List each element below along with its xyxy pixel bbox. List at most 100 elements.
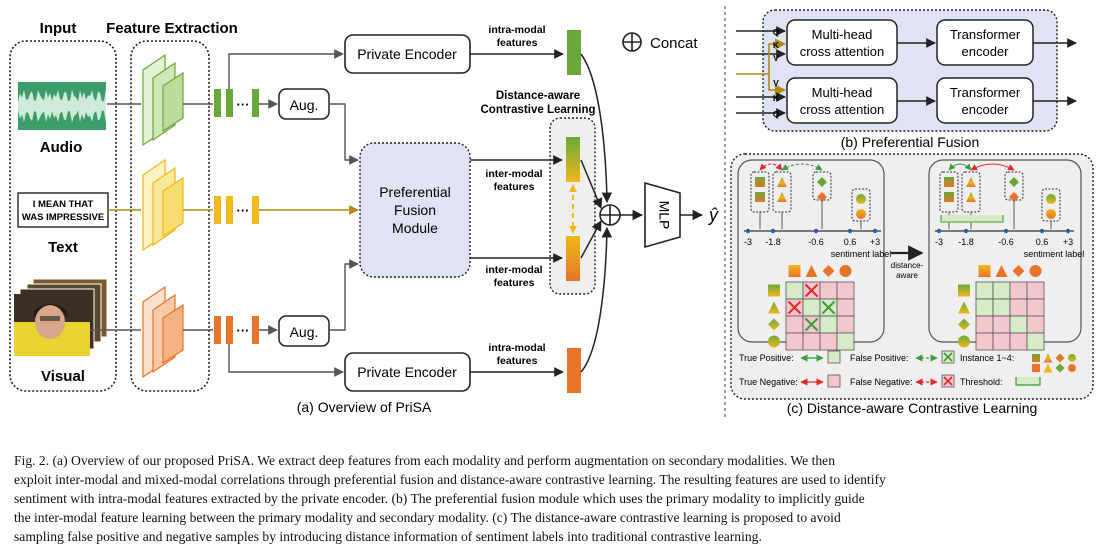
visual-dots: ··· — [237, 323, 250, 338]
matrix-cell — [975, 298, 994, 317]
visual-feature-bars — [183, 316, 259, 344]
tick-label: 0.6 — [1036, 237, 1049, 247]
fusion-module-line-3: Module — [392, 220, 438, 236]
matrix-cell — [785, 315, 804, 334]
inter-modal-label-bottom-1: inter-modal — [485, 264, 542, 276]
input-heading: Input — [40, 20, 77, 37]
matrix-cell — [836, 332, 855, 351]
transformer-bottom-line-1: Transformer — [950, 85, 1021, 100]
matrix-cell — [975, 315, 994, 334]
legend-true-negative: True Negative: — [739, 377, 798, 387]
matrix-cell — [819, 332, 838, 351]
waveform-icon — [18, 82, 106, 130]
legend-instance: Instance 1~4: — [960, 353, 1014, 363]
photo-icon — [14, 278, 108, 356]
b-bottom-q: Q — [773, 109, 780, 119]
intra-modal-label-bottom-2: features — [497, 355, 538, 367]
distance-aware-label-1: distance- — [891, 261, 924, 270]
tick-label: -1.8 — [958, 237, 974, 247]
matrix-cell — [1026, 315, 1045, 334]
intra-feature-bottom — [567, 348, 581, 393]
mhca-bottom-line-1: Multi-head — [812, 85, 873, 100]
fusion-module-line-2: Fusion — [394, 202, 436, 218]
concat-legend-label: Concat — [650, 35, 698, 52]
transformer-bottom-line-2: encoder — [962, 102, 1010, 117]
text-dots: ··· — [237, 203, 250, 218]
distance-aware-label-2: aware — [896, 271, 918, 280]
text-extractor — [142, 158, 184, 252]
axis-label: sentiment label — [1024, 249, 1085, 259]
cross-icon — [943, 352, 953, 362]
legend-tp-swatch — [827, 350, 841, 364]
matrix-cell — [836, 315, 855, 334]
caption-line-5: sampling false positive and negative sam… — [14, 529, 762, 544]
concat-icon — [599, 204, 621, 226]
right-sentiment-scale: -3 -1.8 -0.6 0.6 +3 sentiment label — [935, 163, 1085, 259]
text-sample-line-1: I MEAN THAT — [33, 199, 94, 210]
text-label: Text — [48, 239, 78, 256]
legend-true-positive: True Positive: — [739, 353, 794, 363]
private-encoder-top-label: Private Encoder — [357, 46, 457, 62]
tick-label: -1.8 — [765, 237, 781, 247]
caption-line-2: exploit inter-modal and mixed-modal corr… — [14, 472, 886, 487]
aug-visual-label: Aug. — [290, 324, 319, 340]
concat-legend-icon — [622, 32, 642, 52]
matrix-cell — [836, 281, 855, 300]
intra-modal-label-bottom-1: intra-modal — [488, 342, 545, 354]
right-contrast-matrix — [958, 265, 1045, 351]
figure-caption: Fig. 2. (a) Overview of our proposed Pri… — [14, 451, 1090, 546]
matrix-cell — [992, 298, 1011, 317]
transformer-top-line-2: encoder — [962, 44, 1010, 59]
b-top-v: V — [773, 53, 779, 63]
matrix-cell — [802, 332, 821, 351]
visual-label: Visual — [41, 368, 85, 385]
left-contrast-matrix — [768, 265, 855, 351]
b-bottom-k: K — [773, 93, 780, 103]
legend-instance-icons — [1032, 353, 1076, 373]
panel-c-subtitle: (c) Distance-aware Contrastive Learning — [787, 400, 1038, 416]
inter-modal-label-top-1: inter-modal — [485, 168, 542, 180]
audio-extractor — [142, 53, 184, 147]
intra-modal-label-top-1: intra-modal — [488, 24, 545, 36]
output-label: ŷ — [707, 205, 719, 225]
matrix-cell — [975, 332, 994, 351]
matrix-cell — [975, 281, 994, 300]
fusion-module-line-1: Preferential — [379, 184, 451, 200]
matrix-cell — [992, 315, 1011, 334]
text-feature-bars — [183, 196, 259, 224]
b-top-k: K — [773, 40, 780, 50]
private-encoder-bottom-label: Private Encoder — [357, 364, 457, 380]
feature-extraction-group-box — [130, 40, 210, 392]
tick-label: -0.6 — [808, 237, 824, 247]
matrix-cell — [992, 281, 1011, 300]
matrix-cell — [819, 315, 838, 334]
audio-label: Audio — [40, 139, 83, 156]
matrix-cell — [1009, 315, 1028, 334]
transformer-top-line-1: Transformer — [950, 27, 1021, 42]
caption-line-3: sentiment with intra-modal features extr… — [14, 491, 865, 506]
intra-modal-label-top-2: features — [497, 37, 538, 49]
matrix-cell — [1009, 281, 1028, 300]
audio-feature-bars — [183, 89, 259, 117]
audio-dots: ··· — [237, 97, 250, 112]
aug-box-visual — [278, 315, 330, 347]
preferential-fusion-module — [359, 142, 471, 278]
mhca-top-line-2: cross attention — [800, 44, 885, 59]
panel-a: Input Feature Extraction Audio I MEAN TH… — [9, 20, 719, 415]
legend-false-positive: False Positive: — [850, 353, 909, 363]
inter-feature-bottom — [566, 236, 580, 281]
b-top-q: Q — [773, 27, 780, 37]
feature-extraction-heading: Feature Extraction — [106, 20, 238, 37]
tick-label: -3 — [935, 237, 943, 247]
panel-c: -3 -1.8 -0.6 0.6 +3 sentiment label -3 -1.8 -0.… — [730, 153, 1094, 416]
tick-label: +3 — [1063, 237, 1073, 247]
matrix-cell — [1026, 298, 1045, 317]
threshold-swatch — [1015, 377, 1041, 386]
text-sample-box — [17, 192, 109, 228]
matrix-cell — [1009, 298, 1028, 317]
input-group-box — [9, 40, 117, 392]
figure-canvas: Input Feature Extraction Audio I MEAN TH… — [9, 6, 1094, 418]
tick-label: -0.6 — [998, 237, 1014, 247]
inter-modal-label-bottom-2: features — [494, 277, 535, 289]
